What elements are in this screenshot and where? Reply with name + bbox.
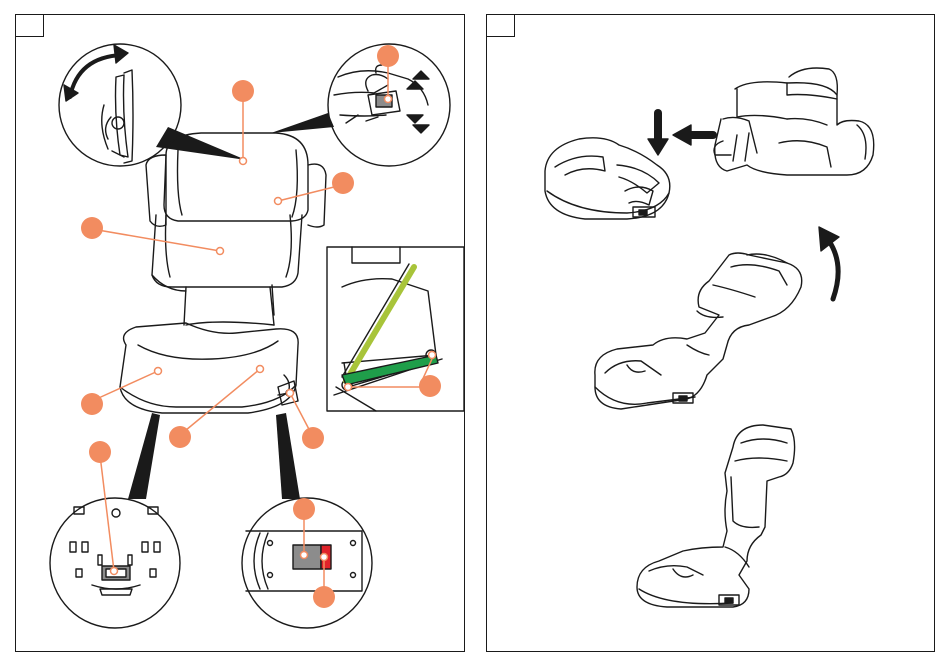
down-arrow-icon-right	[648, 139, 668, 155]
booster-cushion-only	[545, 138, 670, 219]
panel-right	[486, 14, 935, 652]
leader-dot-adjuster	[385, 96, 392, 103]
callout-vehicle-isofix	[419, 375, 441, 397]
leader-backrest	[92, 229, 220, 251]
seat-overview-illustration	[16, 15, 464, 651]
callout-shoulder-belt-guide	[332, 172, 354, 194]
callout-isofix-release	[302, 427, 324, 449]
backrest-part	[714, 68, 874, 175]
leader-dot-vehicle-2	[429, 352, 436, 359]
seat-assembly-reclined	[595, 253, 802, 409]
curved-arrow-icon	[829, 241, 838, 299]
panel-left	[15, 14, 465, 652]
leader-lap-guide	[180, 369, 260, 435]
leader-dot-lap	[257, 366, 264, 373]
callout-isofix-indicator	[293, 498, 315, 520]
callout-headrest	[232, 80, 254, 102]
callout-seat-cushion	[81, 393, 103, 415]
booster-seat-main	[120, 133, 326, 413]
leader-dot-headrest	[240, 158, 247, 165]
detail-pointer-right	[271, 113, 334, 133]
leader-seat	[92, 371, 158, 401]
leader-dot-underside	[111, 568, 118, 575]
leader-dot-backrest	[217, 248, 224, 255]
detail-pointer-bottom-right	[276, 413, 300, 499]
callout-headrest-adjuster	[377, 45, 399, 67]
leader-dot-isofix	[287, 390, 294, 397]
curved-arrow-head	[819, 227, 839, 251]
callout-lap-belt-guide	[169, 426, 191, 448]
leader-shoulder-guide	[278, 185, 342, 201]
detail-circle-underside	[50, 498, 180, 628]
callout-underside-handle	[89, 441, 111, 463]
push-arrow-icon	[673, 125, 691, 145]
detail-pointer-bottom-left	[128, 413, 160, 499]
leader-dot-seat	[155, 368, 162, 375]
callout-isofix-release-button	[313, 586, 335, 608]
conversion-illustration	[487, 15, 934, 651]
leader-dot-vehicle-1	[345, 384, 352, 391]
leader-dot-release	[321, 554, 328, 561]
leader-dot-indicator	[301, 552, 308, 559]
callout-backrest	[81, 217, 103, 239]
leader-dot-shoulder	[275, 198, 282, 205]
seat-assembly-upright	[637, 425, 795, 607]
